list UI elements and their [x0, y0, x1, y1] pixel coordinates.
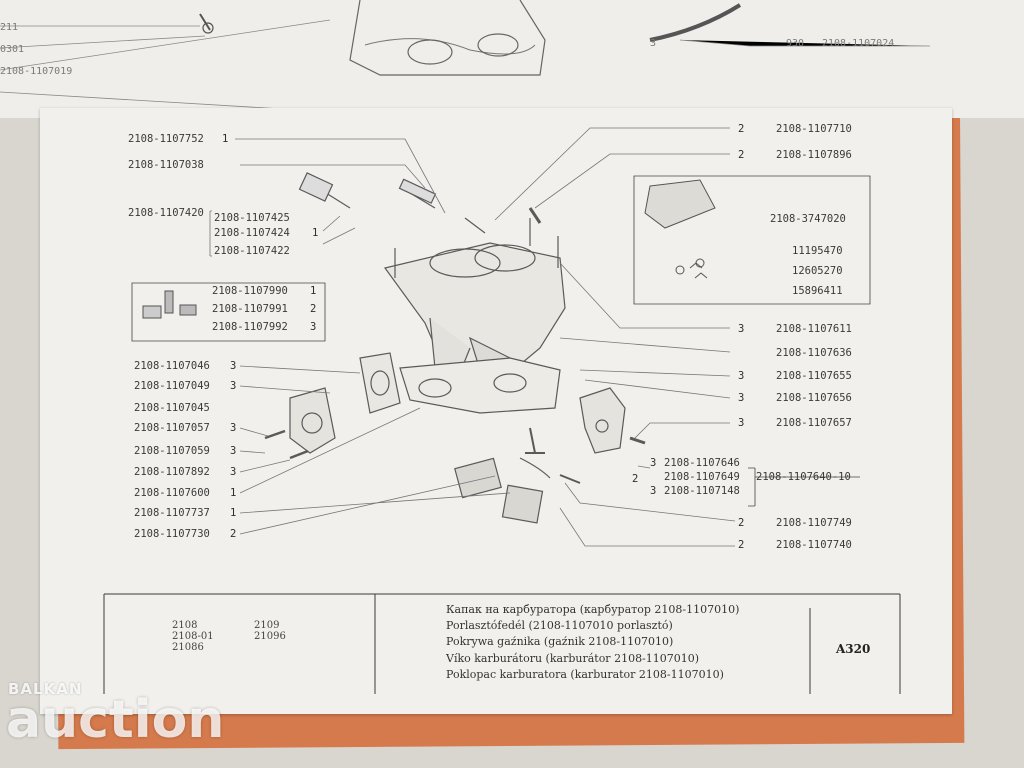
callout-pn: 2108-1107038 [128, 159, 204, 171]
callout-qty: 1 [230, 487, 236, 499]
callout-pn: 2108-1107049 [134, 380, 210, 392]
callout-qty: 1 [222, 133, 228, 145]
callout-pn: 2108-1107752 [128, 133, 204, 145]
model-code: 2109 [254, 620, 280, 631]
callout-pn: 2108-1107422 [214, 245, 290, 257]
right-callouts: 2 2108-1107710 2 2108-1107896 2108-37470… [632, 123, 852, 551]
callout-pn: 2108-1107656 [776, 392, 852, 404]
assembly-pn: 2108-1107640-10 [756, 471, 851, 483]
callout-pn: 2108-1107636 [776, 347, 852, 359]
callout-pn: 2108-1107420 [128, 207, 204, 219]
callout-pn: 2108-1107991 [212, 303, 288, 315]
footer-frame [103, 593, 901, 694]
callout-qty: 3 [738, 370, 744, 382]
callout-qty: 3 [738, 417, 744, 429]
callout-qty: 1 [310, 285, 316, 297]
watermark-logo-top: BALKAN [8, 680, 83, 698]
callout-qty: 2 [738, 517, 744, 529]
callout-qty: 3 [650, 457, 656, 469]
left-callouts: 2108-1107752 1 2108-1107038 2108-1107420… [128, 133, 318, 540]
callout-pn: 2108-1107424 [214, 227, 290, 239]
model-code: 2108 [172, 620, 198, 631]
model-code: 21086 [172, 642, 204, 653]
callout-pn: 2108-1107611 [776, 323, 852, 335]
inset-frames [131, 175, 871, 507]
callout-qty: 1 [312, 227, 318, 239]
previous-page-strip: 211 0301 2108-1107019 3 930 2108-1107024 [0, 0, 1024, 118]
leader-lines [209, 127, 736, 547]
watermark-logo-main: auction [6, 690, 225, 750]
model-code: 2108-01 [172, 631, 214, 642]
callout-pn: 2108-1107600 [134, 487, 210, 499]
callout-qty: 3 [738, 392, 744, 404]
title-hungarian: Porlasztófedél (2108-1107010 porlasztó) [446, 619, 673, 632]
prev-label-3: 2108-1107019 [0, 66, 72, 77]
callout-qty: 3 [230, 445, 236, 457]
callout-pn: 2108-1107649 [664, 471, 740, 483]
callout-pn: 2108-1107710 [776, 123, 852, 135]
title-czech: Víko karburátoru (karburátor 2108-110701… [446, 652, 700, 665]
sheet-number: A320 [836, 642, 871, 656]
title-croatian: Poklopac karburatora (karburator 2108-11… [446, 668, 724, 681]
title-polish: Pokrywa gaźnika (gaźnik 2108-1107010) [446, 635, 674, 648]
callout-pn: 2108-1107657 [776, 417, 852, 429]
callout-pn: 2108-3747020 [770, 213, 846, 225]
callout-qty: 3 [230, 360, 236, 372]
carburetor-cover-drawing [264, 172, 646, 524]
callout-pn: 2108-1107892 [134, 466, 210, 478]
callout-pn: 2108-1107655 [776, 370, 852, 382]
callout-qty: 2 [310, 303, 316, 315]
callout-qty: 3 [230, 422, 236, 434]
callout-pn: 2108-1107992 [212, 321, 288, 333]
callout-pn: 2108-1107059 [134, 445, 210, 457]
previous-page-drawing: 211 0301 2108-1107019 3 930 2108-1107024 [0, 0, 930, 111]
callout-pn: 2108-1107148 [664, 485, 740, 497]
inset-drawings [142, 179, 716, 319]
callout-qty: 2 [738, 123, 744, 135]
callout-pn: 2108-1107646 [664, 457, 740, 469]
callout-pn: 2108-1107046 [134, 360, 210, 372]
callout-pn: 2108-1107737 [134, 507, 210, 519]
callout-qty: 3 [230, 380, 236, 392]
title-bulgarian: Капак на карбуратора (карбуратор 2108-11… [446, 603, 740, 616]
callout-pn: 2108-1107990 [212, 285, 288, 297]
callout-qty: 3 [230, 466, 236, 478]
callout-pn: 2108-1107740 [776, 539, 852, 551]
prev-label-2: 0301 [0, 44, 24, 55]
catalog-page: 2108-1107752 1 2108-1107038 2108-1107420… [40, 108, 952, 714]
callout-qty: 1 [230, 507, 236, 519]
prev-qty-mark: 3 [650, 38, 656, 49]
callout-pn: 15896411 [792, 285, 843, 297]
callout-qty: 2 [738, 539, 744, 551]
prev-label-5: 2108-1107024 [822, 38, 894, 49]
callout-qty: 3 [738, 323, 744, 335]
callout-pn: 2108-1107749 [776, 517, 852, 529]
prev-label-4: 930 [786, 38, 804, 49]
callout-pn: 2108-1107896 [776, 149, 852, 161]
callout-pn: 2108-1107730 [134, 528, 210, 540]
callout-pn: 12605270 [792, 265, 843, 277]
callout-qty: 3 [310, 321, 316, 333]
callout-qty: 3 [650, 485, 656, 497]
callout-pn: 2108-1107057 [134, 422, 210, 434]
callout-pn: 11195470 [792, 245, 843, 257]
prev-label-1: 211 [0, 22, 18, 33]
model-code: 21096 [254, 631, 286, 642]
callout-qty: 2 [632, 473, 638, 485]
callout-qty: 2 [230, 528, 236, 540]
exploded-diagram: 2108-1107752 1 2108-1107038 2108-1107420… [103, 123, 901, 694]
callout-pn: 2108-1107425 [214, 212, 290, 224]
callout-qty: 2 [738, 149, 744, 161]
callout-pn: 2108-1107045 [134, 402, 210, 414]
